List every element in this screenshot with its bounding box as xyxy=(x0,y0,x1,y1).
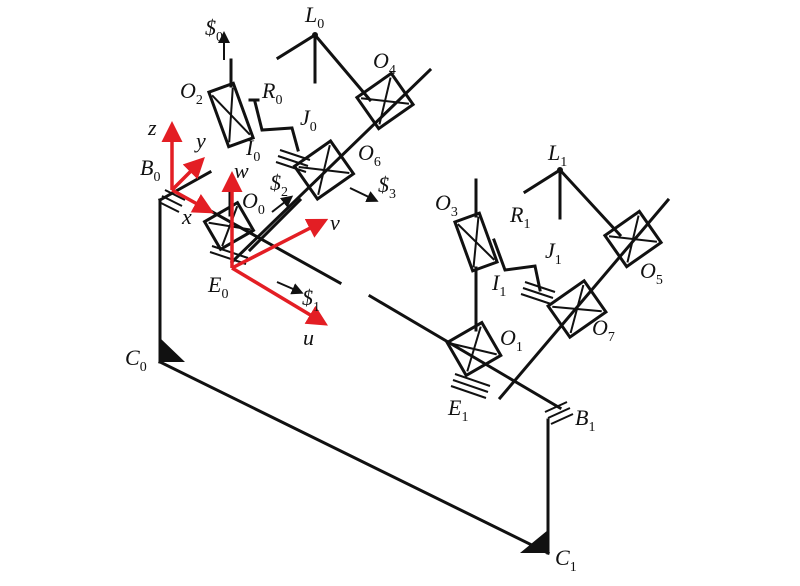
label-l0: L0 xyxy=(304,2,324,32)
coordinate-axes xyxy=(161,121,329,326)
support-b1 xyxy=(544,401,574,425)
screw-arrows xyxy=(218,31,379,295)
label-r0: R0 xyxy=(261,78,282,108)
axis-x: x xyxy=(181,204,192,229)
label-s2: $2 xyxy=(270,170,288,200)
corner-c0 xyxy=(160,338,185,362)
axis-y: y xyxy=(194,128,206,153)
axis-labels: z y x w v u xyxy=(147,115,340,350)
base-frame xyxy=(157,198,563,556)
label-i1: I1 xyxy=(491,270,506,300)
limb-1 xyxy=(445,167,671,401)
label-o3: O3 xyxy=(435,190,458,220)
label-o6: O6 xyxy=(358,140,381,170)
label-j0: J0 xyxy=(300,105,317,135)
label-j1: J1 xyxy=(545,238,562,268)
label-s3: $3 xyxy=(378,172,396,202)
label-o2: O2 xyxy=(180,78,203,108)
label-l1: L1 xyxy=(547,140,567,170)
label-s1: $1 xyxy=(302,285,320,315)
corner-c1 xyxy=(520,530,548,553)
limb-0 xyxy=(202,32,433,265)
point-labels: $0 L0 O4 O2 R0 J0 I0 O6 $2 $3 B0 O0 E0 $… xyxy=(125,2,663,575)
label-b1: B1 xyxy=(575,405,595,435)
label-s0: $0 xyxy=(205,15,223,45)
axis-u: u xyxy=(303,325,314,350)
label-o1: O1 xyxy=(500,325,523,355)
label-o5: O5 xyxy=(640,258,663,288)
label-e1: E1 xyxy=(447,395,468,425)
label-e0: E0 xyxy=(207,272,228,302)
axis-z: z xyxy=(147,115,157,140)
label-o4: O4 xyxy=(373,48,396,78)
axis-w: w xyxy=(234,158,249,183)
label-c1: C1 xyxy=(555,545,577,575)
label-o0: O0 xyxy=(242,188,265,218)
label-r1: R1 xyxy=(509,202,530,232)
label-o7: O7 xyxy=(592,315,615,345)
label-i0: I0 xyxy=(245,135,260,165)
axis-v: v xyxy=(330,210,340,235)
label-c0: C0 xyxy=(125,345,147,375)
label-b0: B0 xyxy=(140,155,160,185)
